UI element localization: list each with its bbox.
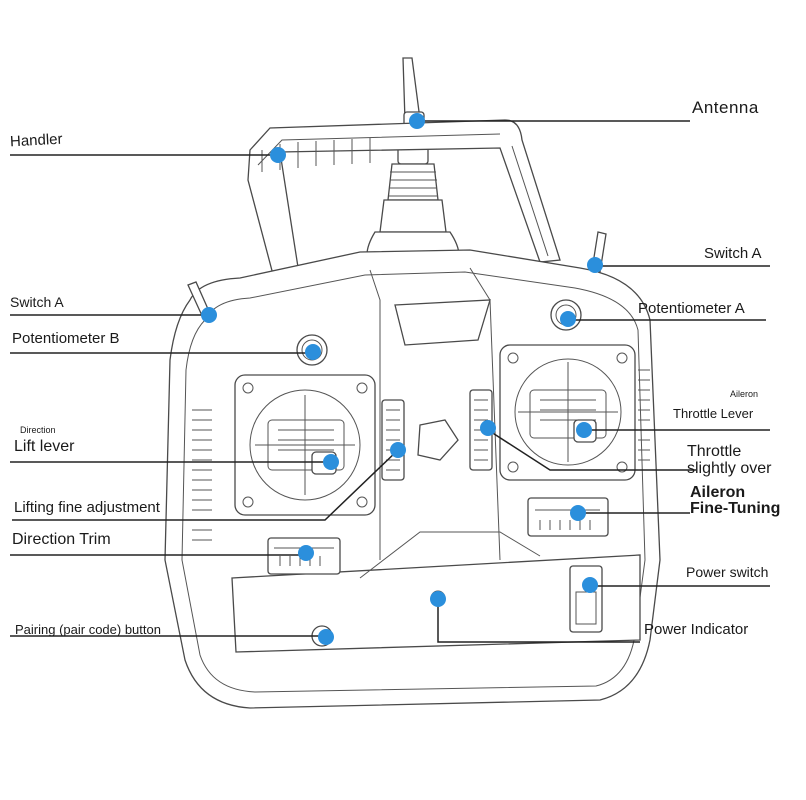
label-potentiometer-a: Potentiometer A <box>638 300 745 317</box>
marker-throttle-lever <box>576 422 592 438</box>
right-gimbal-drawing <box>499 344 636 481</box>
marker-potentiometer-a <box>560 311 576 327</box>
label-direction-trim: Direction Trim <box>12 531 111 548</box>
label-switch-a-left: Switch A <box>10 294 64 310</box>
left-gimbal-drawing <box>234 374 376 516</box>
label-throttle-lever: Throttle Lever <box>673 406 754 421</box>
leader-lines <box>10 120 770 643</box>
label-aileron-fine-2: Fine-Tuning <box>690 500 781 517</box>
marker-switch-a-left <box>201 307 217 323</box>
label-power-switch: Power switch <box>686 564 769 580</box>
handle-drawing <box>247 119 561 283</box>
marker-potentiometer-b <box>305 344 321 360</box>
label-direction-small: Direction <box>20 425 56 435</box>
label-power-indicator: Power Indicator <box>644 621 749 638</box>
label-potentiometer-b: Potentiometer B <box>12 330 120 347</box>
label-aileron-fine-1: Aileron <box>690 484 746 501</box>
antenna-drawing <box>366 57 460 263</box>
marker-handler <box>270 147 286 163</box>
label-lifting-fine-adjustment: Lifting fine adjustment <box>14 499 160 516</box>
label-switch-a-right: Switch A <box>704 245 762 262</box>
marker-direction-trim <box>298 545 314 561</box>
label-pairing-button: Pairing (pair code) button <box>15 622 161 637</box>
marker-lifting-fine <box>390 442 406 458</box>
marker-switch-a-right <box>587 257 603 273</box>
label-aileron-small: Aileron <box>730 389 759 399</box>
callout-markers <box>201 113 603 645</box>
marker-power-switch <box>582 577 598 593</box>
marker-lift-lever <box>323 454 339 470</box>
marker-power-indicator <box>430 591 446 607</box>
marker-antenna <box>409 113 425 129</box>
label-handler: Handler <box>9 130 63 151</box>
label-throttle-slightly-over-2: slightly over <box>687 460 772 477</box>
marker-aileron-fine <box>570 505 586 521</box>
marker-throttle-trim <box>480 420 496 436</box>
label-antenna: Antenna <box>692 98 759 117</box>
label-lift-lever: Lift lever <box>14 438 75 455</box>
marker-pairing <box>318 629 334 645</box>
label-throttle-slightly-over-1: Throttle <box>687 443 742 460</box>
